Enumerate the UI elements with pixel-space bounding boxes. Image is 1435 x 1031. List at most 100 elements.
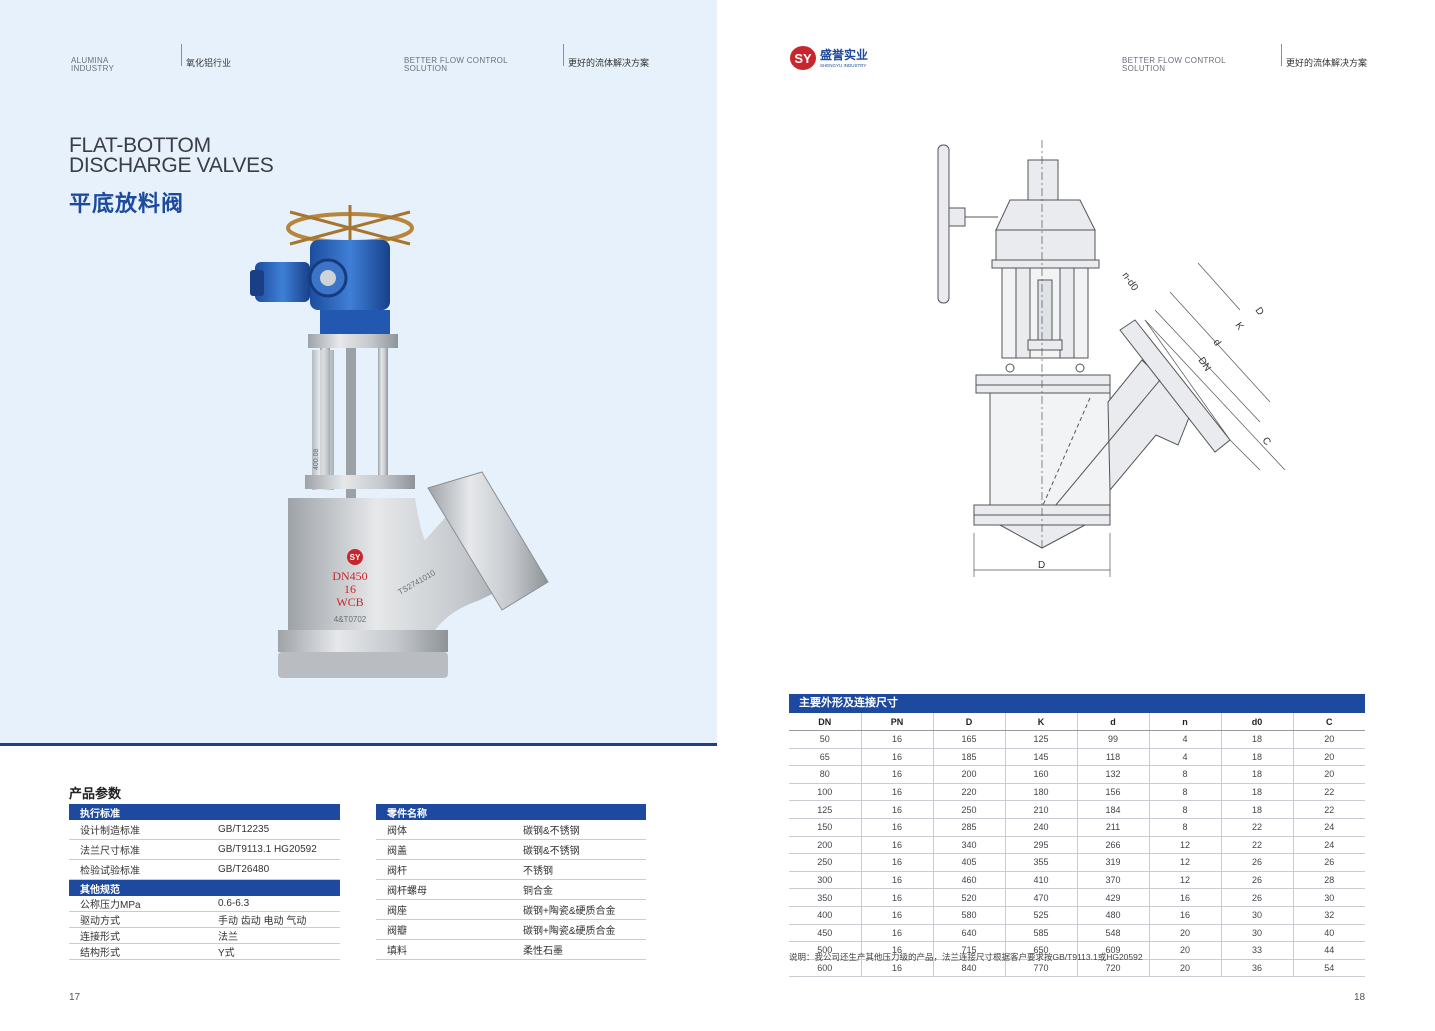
table-cell: 36 (1220, 959, 1293, 978)
table-cell: 200 (932, 765, 1005, 784)
section-title-product-params: 产品参数 (69, 786, 122, 801)
table-header-bar: 其他规范 (69, 879, 340, 896)
table-cell: 22 (1220, 818, 1293, 837)
table-row: 阀瓣碳钢+陶瓷&硬质合金 (376, 919, 646, 940)
company-logo: SY 盛誉实业 SHENGYU INDUSTRY (790, 46, 868, 70)
table-cell: 16 (860, 800, 933, 819)
table-cell: 4 (1148, 748, 1221, 767)
table-cell: 16 (1148, 888, 1221, 907)
table-cell: 30 (1220, 906, 1293, 925)
table-cell: 156 (1076, 783, 1149, 802)
other-header: 其他规范 (69, 879, 340, 896)
table-cell: 405 (932, 853, 1005, 872)
spec-value: GB/T26480 (207, 859, 340, 880)
table-header-bar: 执行标准 (69, 804, 340, 820)
table-cell: 525 (1004, 906, 1077, 925)
table-cell: 770 (1004, 959, 1077, 978)
part-name: 阀体 (376, 820, 512, 840)
table-cell: 33 (1220, 941, 1293, 960)
left-page: ALUMINA INDUSTRY 氧化铝行业 BETTER FLOW CONTR… (0, 0, 717, 1031)
label-DN: DN (1196, 355, 1213, 373)
table-cell: 16 (860, 818, 933, 837)
table-cell: 460 (932, 871, 1005, 890)
table-row: 阀盖碳钢&不锈钢 (376, 839, 646, 860)
table-cell: 400 (789, 906, 861, 925)
table-cell: 609 (1076, 941, 1149, 960)
spec-label: 连接形式 (69, 927, 207, 944)
table-cell: 184 (1076, 800, 1149, 819)
part-name: 阀杆 (376, 859, 512, 880)
header-separator (181, 44, 182, 66)
label-K: K (1233, 320, 1246, 332)
table-cell: 8 (1148, 800, 1221, 819)
label-n-d0: n-d0 (1120, 270, 1141, 293)
column-header: C (1292, 713, 1365, 731)
table-cell: 319 (1076, 853, 1149, 872)
table-cell: 99 (1076, 730, 1149, 749)
table-cell: 20 (1148, 941, 1221, 960)
part-material: 柔性石墨 (512, 939, 646, 960)
table-cell: 65 (789, 748, 861, 767)
header-separator (563, 44, 564, 66)
column-header: d0 (1220, 713, 1293, 731)
header-separator (1281, 44, 1282, 66)
table-cell: 50 (789, 730, 861, 749)
header-industry-en: ALUMINA INDUSTRY (71, 56, 115, 73)
table-cell: 44 (1292, 941, 1365, 960)
spec-value: 0.6-6.3 (207, 896, 340, 912)
table-cell: 16 (860, 748, 933, 767)
part-material: 碳钢&不锈钢 (512, 839, 646, 860)
table-header-row: DN PN D K d n d0 C (789, 713, 1365, 731)
table-cell: 295 (1004, 836, 1077, 855)
part-material: 碳钢+陶瓷&硬质合金 (512, 899, 646, 920)
label-C: C (1260, 435, 1273, 447)
table-cell: 16 (860, 941, 933, 960)
table-cell: 16 (860, 730, 933, 749)
valve-side-mark: 400.08 (313, 448, 320, 470)
table-cell: 210 (1004, 800, 1077, 819)
table-cell: 355 (1004, 853, 1077, 872)
parts-header: 零件名称 (376, 804, 646, 820)
page-number: 18 (1354, 992, 1366, 1003)
table-cell: 500 (789, 941, 861, 960)
table-cell: 30 (1220, 924, 1293, 943)
dimension-table-title: 主要外形及连接尺寸 (789, 694, 1365, 713)
table-cell: 370 (1076, 871, 1149, 890)
table-cell: 40 (1292, 924, 1365, 943)
table-cell: 54 (1292, 959, 1365, 978)
table-cell: 18 (1220, 765, 1293, 784)
logo-name-en: SHENGYU INDUSTRY (820, 63, 866, 68)
table-row: 驱动方式手动 齿动 电动 气动 (69, 911, 340, 928)
table-cell: 12 (1148, 853, 1221, 872)
spec-label: 驱动方式 (69, 911, 207, 928)
table-cell: 165 (932, 730, 1005, 749)
table-cell: 180 (1004, 783, 1077, 802)
logo-mark: SY (794, 51, 812, 66)
part-material: 碳钢+陶瓷&硬质合金 (512, 919, 646, 940)
part-name: 阀瓣 (376, 919, 512, 940)
table-cell: 715 (932, 941, 1005, 960)
table-cell: 16 (860, 871, 933, 890)
hero-divider (0, 743, 717, 746)
part-material: 不锈钢 (512, 859, 646, 880)
table-cell: 132 (1076, 765, 1149, 784)
table-cell: 285 (932, 818, 1005, 837)
table-cell: 410 (1004, 871, 1077, 890)
product-title-en: FLAT-BOTTOM DISCHARGE VALVES (69, 134, 274, 177)
table-cell: 26 (1292, 853, 1365, 872)
table-cell: 250 (789, 853, 861, 872)
table-cell: 118 (1076, 748, 1149, 767)
part-name: 阀盖 (376, 839, 512, 860)
table-cell: 16 (860, 783, 933, 802)
table-cell: 480 (1076, 906, 1149, 925)
